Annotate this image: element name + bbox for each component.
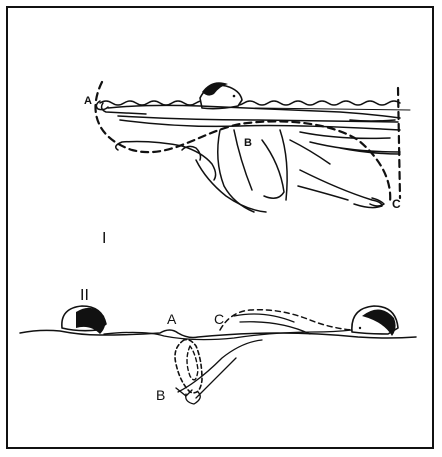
label-i-c: C [392,197,401,211]
swimmer-head-i [200,82,242,108]
roman-numeral-i: I [102,230,106,247]
label-ii-b: B [156,387,165,403]
swimmer-body-i [108,105,400,122]
water-surface-i [100,101,400,105]
forearm-b-2 [262,130,330,200]
label-ii-a: A [167,311,177,327]
pull-loop-ii-inner [187,346,198,380]
stroke-path-i-right [398,88,400,198]
label-i-a: A [84,95,92,107]
swimmer-head-right-ii [352,306,398,336]
panel-i [95,82,410,212]
label-i-b: B [244,137,252,149]
label-ii-c: C [214,311,224,327]
extended-arm-i [102,103,400,130]
arm-mid-stroke-1 [116,142,216,181]
swimmer-head-left-ii [62,306,106,334]
arm-recovery-ii-solid [234,314,310,334]
arm-mid-stroke-2 [182,146,266,212]
arm-to-c [298,170,382,208]
roman-numeral-ii: II [80,287,89,304]
arm-recovery-ii [220,310,352,330]
underwater-arm-ii [178,340,262,404]
